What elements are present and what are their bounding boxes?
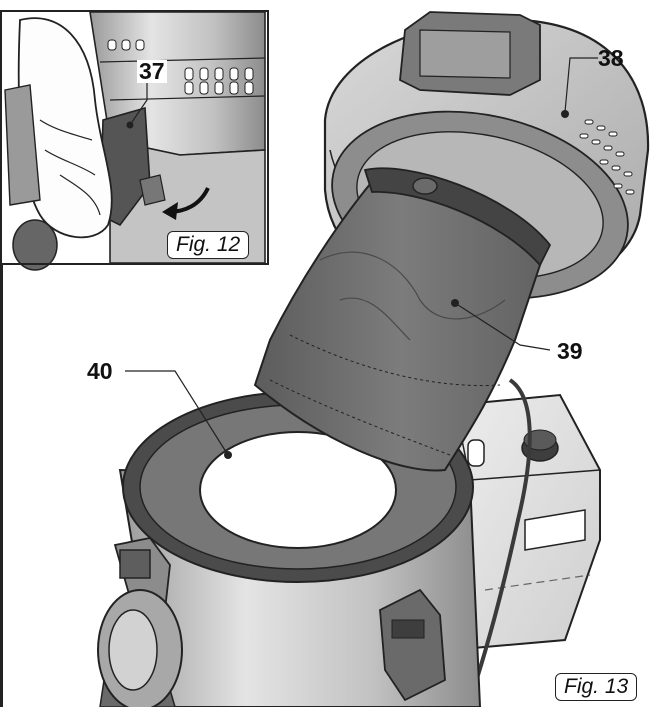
- right-latch: [379, 588, 446, 702]
- callout-39: 39: [557, 338, 583, 364]
- filter-bag: [253, 167, 552, 472]
- left-wheel: [97, 589, 183, 707]
- figure-caption-12: Fig. 12: [167, 231, 250, 259]
- figure-caption-13: Fig. 13: [555, 673, 638, 701]
- leader-dots: [224, 110, 569, 459]
- callout-40: 40: [87, 358, 113, 384]
- power-cord: [468, 378, 532, 701]
- side-unit-box: [448, 393, 601, 652]
- callout-37: 37: [137, 58, 167, 84]
- callout-38: 38: [598, 45, 624, 71]
- leader-lines: [125, 57, 598, 456]
- page-edge-marks: [0, 265, 3, 707]
